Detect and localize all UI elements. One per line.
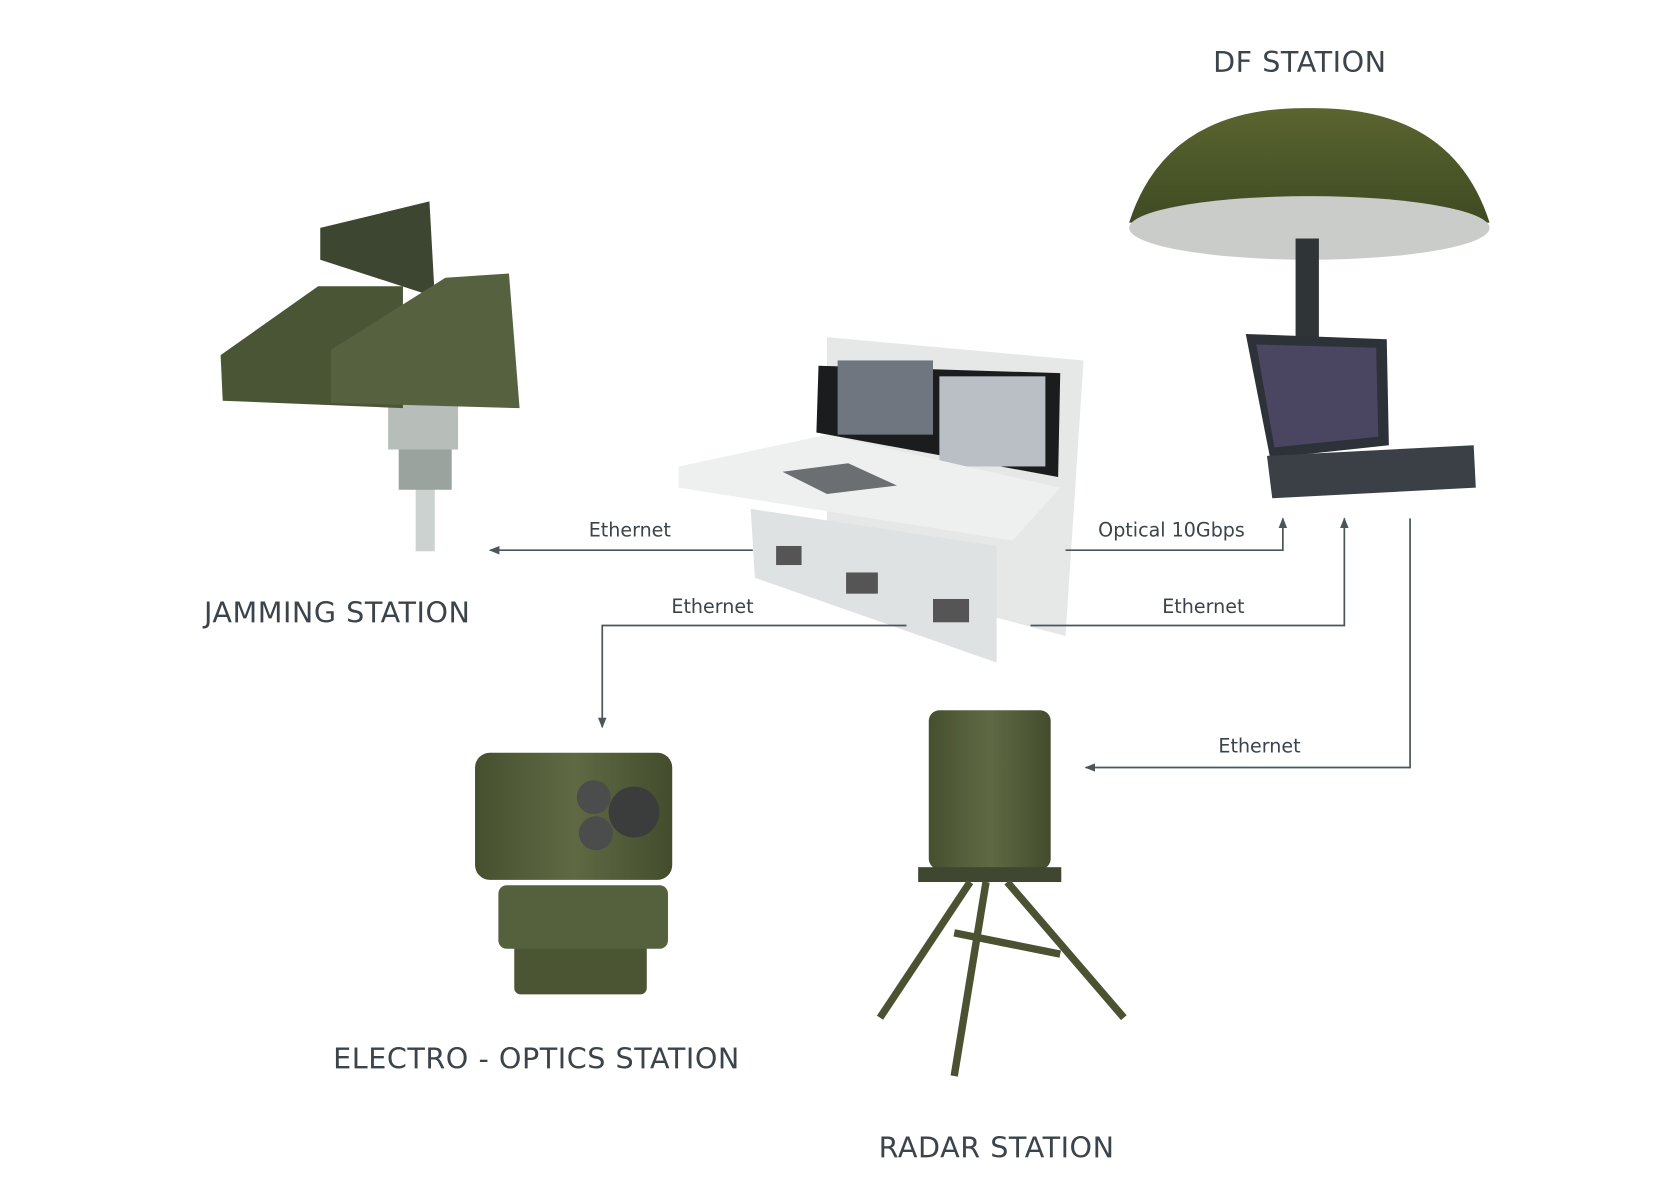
- link-df-optical-line: [1065, 517, 1288, 552]
- link-label-electro-optics: Ethernet: [671, 596, 754, 618]
- link-label-radar: Ethernet: [1218, 736, 1301, 758]
- electro-optics-station-title: ELECTRO - OPTICS STATION: [333, 1042, 740, 1076]
- electro-optics-station-image: [475, 752, 673, 995]
- radar-station-image: [876, 710, 1127, 1077]
- df-station-image: [1129, 108, 1490, 499]
- df-station-title: DF STATION: [1213, 45, 1386, 79]
- link-label-df-ethernet: Ethernet: [1162, 596, 1245, 618]
- radar-station-title: RADAR STATION: [879, 1131, 1115, 1165]
- link-electro-optics-line: [598, 624, 907, 729]
- control-console-image: [678, 337, 1084, 663]
- link-label-jamming: Ethernet: [589, 519, 672, 541]
- jamming-station-title: JAMMING STATION: [202, 595, 471, 629]
- link-df-ethernet-line: [1030, 517, 1349, 627]
- link-radar-line: [1084, 518, 1411, 772]
- link-label-df-optical: Optical 10Gbps: [1098, 519, 1245, 541]
- jamming-station-image: [220, 201, 520, 552]
- connection-lines: [488, 517, 1411, 772]
